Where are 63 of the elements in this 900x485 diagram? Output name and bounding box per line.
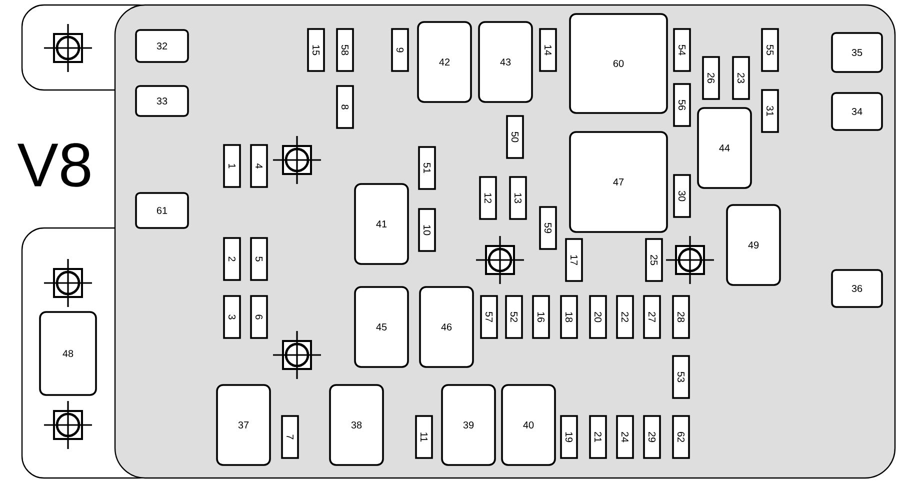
fuse-slot: 5 xyxy=(250,237,268,281)
fuse-slot: 1 xyxy=(223,144,241,188)
relay-slot: 38 xyxy=(329,384,384,466)
fuse-slot: 59 xyxy=(539,206,557,250)
fuse-slot: 58 xyxy=(336,28,354,72)
fuse-slot: 53 xyxy=(672,355,690,399)
fuse-slot: 22 xyxy=(616,295,634,339)
relay-slot: 47 xyxy=(569,131,668,233)
fuse-slot: 54 xyxy=(673,28,691,72)
fuse-slot: 24 xyxy=(616,415,634,459)
fuse-slot: 28 xyxy=(672,295,690,339)
fuse-slot: 6 xyxy=(250,295,268,339)
fuse-slot: 27 xyxy=(643,295,661,339)
connector-slot: 36 xyxy=(831,269,883,308)
relay-slot: 42 xyxy=(417,21,472,103)
fuse-slot: 17 xyxy=(565,238,583,282)
relay-slot: 44 xyxy=(697,107,752,189)
fuse-slot: 57 xyxy=(480,295,498,339)
fuse-slot: 26 xyxy=(702,56,720,100)
fuse-slot: 29 xyxy=(643,415,661,459)
fuse-slot: 20 xyxy=(589,295,607,339)
fuse-slot: 23 xyxy=(732,56,750,100)
connector-slot: 32 xyxy=(135,29,189,63)
relay-slot: 60 xyxy=(569,13,668,114)
relay-slot: 37 xyxy=(216,384,271,466)
fuse-slot: 25 xyxy=(645,238,663,282)
fuse-slot: 21 xyxy=(589,415,607,459)
connector-slot: 33 xyxy=(135,85,189,117)
connector-slot: 61 xyxy=(135,192,189,229)
relay-slot: 43 xyxy=(478,21,533,103)
fuse-slot: 7 xyxy=(281,415,299,459)
fuse-slot: 50 xyxy=(506,115,524,159)
fuse-slot: 51 xyxy=(418,146,436,190)
fuse-slot: 15 xyxy=(307,28,325,72)
fuse-slot: 8 xyxy=(336,85,354,129)
fuse-slot: 62 xyxy=(672,415,690,459)
fuse-slot: 4 xyxy=(250,144,268,188)
relay-slot: 39 xyxy=(441,384,496,466)
fuse-slot: 11 xyxy=(415,415,433,459)
relay-slot: 45 xyxy=(354,286,409,368)
fuse-slot: 55 xyxy=(761,28,779,72)
fuse-slot: 10 xyxy=(418,208,436,252)
fuse-slot: 56 xyxy=(673,83,691,127)
connector-slot: 34 xyxy=(831,92,883,131)
fuse-slot: 18 xyxy=(560,295,578,339)
relay-slot: 46 xyxy=(419,286,474,368)
fuse-slot: 3 xyxy=(223,295,241,339)
fuse-slot: 30 xyxy=(673,174,691,218)
fuse-slot: 16 xyxy=(532,295,550,339)
relay-slot: 48 xyxy=(39,311,97,396)
relay-slot: 41 xyxy=(354,183,409,265)
fuse-slot: 12 xyxy=(479,176,497,220)
engine-label: V8 xyxy=(18,143,90,187)
fuse-slot: 19 xyxy=(560,415,578,459)
relay-slot: 40 xyxy=(501,384,556,466)
fuse-slot: 9 xyxy=(391,28,409,72)
fuse-slot: 2 xyxy=(223,237,241,281)
relay-slot: 49 xyxy=(726,204,781,286)
fuse-slot: 14 xyxy=(539,28,557,72)
fuse-slot: 31 xyxy=(761,89,779,133)
connector-slot: 35 xyxy=(831,32,883,73)
fuse-slot: 13 xyxy=(509,176,527,220)
fuse-slot: 52 xyxy=(505,295,523,339)
